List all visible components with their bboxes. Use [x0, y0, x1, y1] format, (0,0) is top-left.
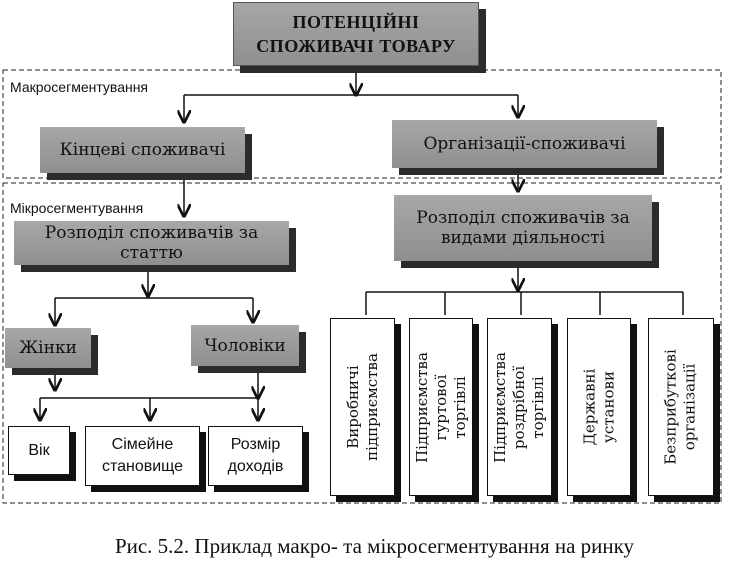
- gender-split-box: Розподіл споживачів за статтю: [14, 221, 289, 265]
- activity-label: Виробничі підприємства: [343, 353, 381, 461]
- activity-label: Підприємства роздрібної торгівлі: [491, 351, 547, 463]
- activity-box-retail: Підприємства роздрібної торгівлі: [487, 318, 552, 496]
- macro-section-label: Макросегментування: [10, 79, 149, 95]
- activity-label: Підприємства гуртової торгівлі: [412, 351, 469, 463]
- activity-box-government: Державні установи: [567, 318, 631, 496]
- family-status-box: Сімейне становище: [85, 426, 200, 486]
- micro-section-frame: [2, 182, 722, 504]
- activity-split-box: Розподіл споживачів за видами діяльності: [394, 195, 652, 261]
- women-box: Жінки: [5, 328, 91, 368]
- age-box: Вік: [8, 426, 70, 475]
- activity-box-nonprofit: Безприбуткові організації: [648, 318, 714, 496]
- macro-section-frame: [2, 69, 722, 179]
- activity-box-manufacturing: Виробничі підприємства: [330, 318, 395, 496]
- micro-section-label: Мікросегментування: [10, 200, 144, 216]
- men-box: Чоловіки: [191, 325, 299, 366]
- income-size-box: Розмір доходів: [208, 426, 303, 486]
- potential-consumers-title: ПОТЕНЦІЙНІ СПОЖИВАЧІ ТОВАРУ: [233, 2, 479, 66]
- activity-label: Державні установи: [580, 368, 617, 446]
- end-consumers-box: Кінцеві споживачі: [40, 127, 245, 173]
- organizations-box: Організації-споживачі: [392, 120, 657, 168]
- activity-label: Безприбуткові організації: [662, 349, 700, 465]
- figure-caption: Рис. 5.2. Приклад макро- та мікросегмент…: [114, 534, 635, 558]
- activity-box-wholesale: Підприємства гуртової торгівлі: [409, 318, 473, 496]
